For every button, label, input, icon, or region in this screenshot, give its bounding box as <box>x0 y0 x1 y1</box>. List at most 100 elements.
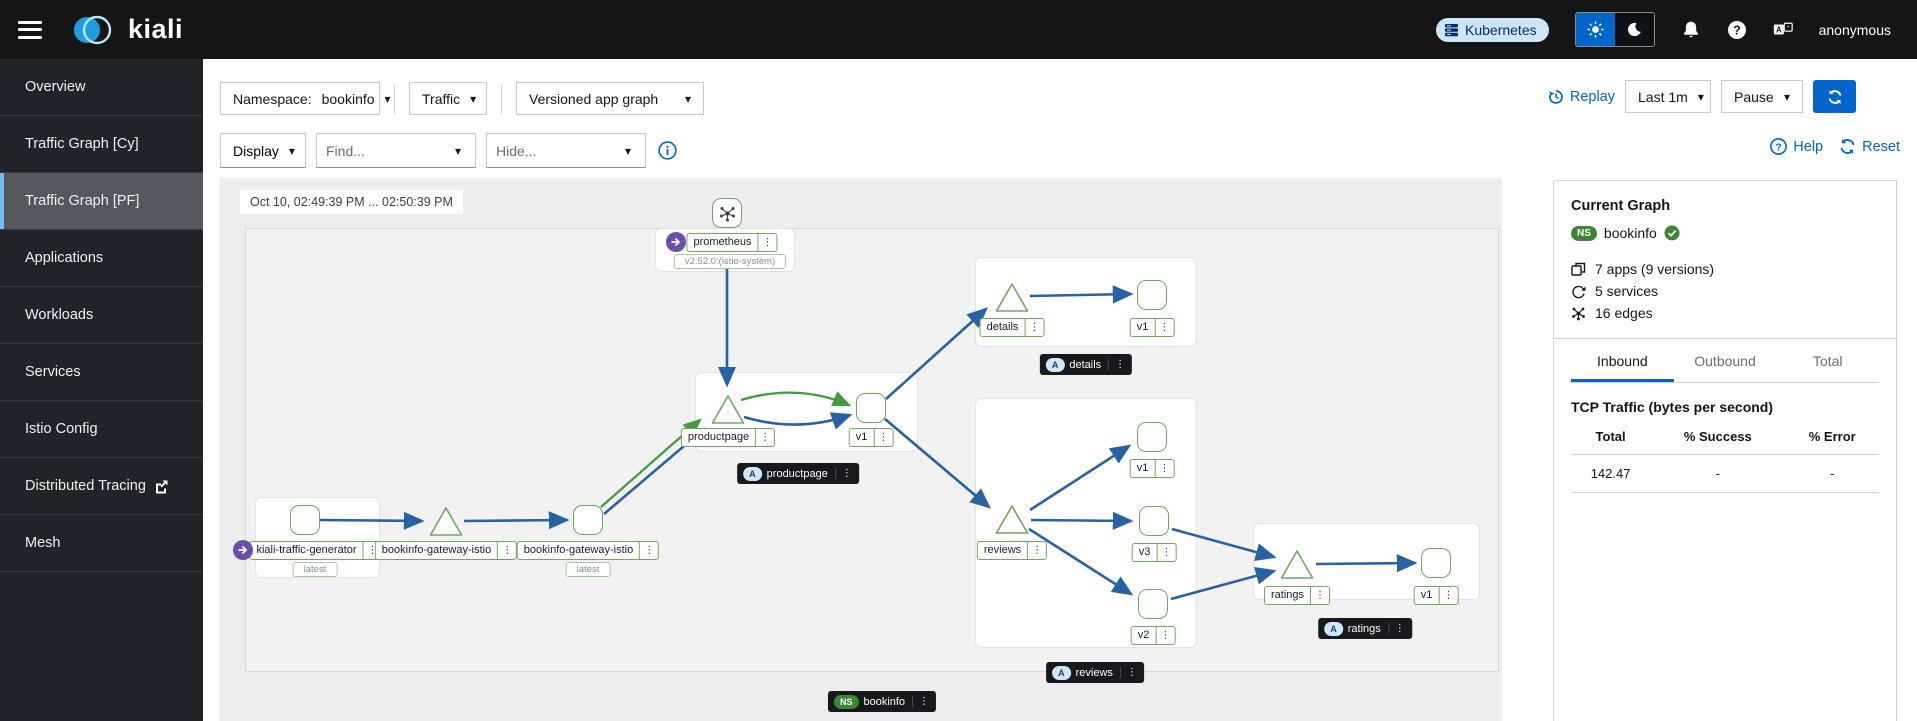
node-details-service[interactable] <box>994 281 1030 314</box>
sidebar-item-traffic-graph-cy[interactable]: Traffic Graph [Cy] <box>0 116 203 173</box>
tab-outbound[interactable]: Outbound <box>1694 353 1756 369</box>
interval-dropdown[interactable]: Last 1m ▾ <box>1625 80 1711 113</box>
kebab-menu-icon[interactable]: ⋮ <box>1438 587 1457 604</box>
hamburger-menu-icon[interactable] <box>18 20 42 39</box>
language-icon[interactable]: A * <box>1773 20 1793 40</box>
node-label-reviews-v3[interactable]: v3 ⋮ <box>1131 543 1177 562</box>
refresh-button[interactable] <box>1813 80 1856 113</box>
tab-total[interactable]: Total <box>1812 353 1843 369</box>
traffic-graph-canvas[interactable]: Oct 10, 02:49:39 PM ... 02:50:39 PM <box>220 178 1502 721</box>
tab-inbound[interactable]: Inbound <box>1571 341 1674 382</box>
svg-text:A: A <box>1776 25 1782 34</box>
sidebar-item-traffic-graph-pf[interactable]: Traffic Graph [PF] <box>0 173 203 230</box>
root-node-icon <box>233 540 253 560</box>
namespace-dropdown[interactable]: Namespace: bookinfo ▾ <box>220 82 391 115</box>
kebab-menu-icon[interactable]: ⋮ <box>1027 542 1046 559</box>
node-label-details-v1[interactable]: v1 ⋮ <box>1129 318 1175 337</box>
kebab-menu-icon[interactable]: ⋮ <box>1156 544 1175 561</box>
username[interactable]: anonymous <box>1818 21 1891 38</box>
traffic-dropdown[interactable]: Traffic ▾ <box>409 82 487 115</box>
kebab-menu-icon[interactable]: ⋮ <box>834 468 858 479</box>
node-details-v1[interactable] <box>1137 280 1167 310</box>
cluster-badge[interactable]: Kubernetes <box>1436 17 1549 42</box>
node-gateway-workload[interactable] <box>573 505 603 535</box>
kebab-menu-icon[interactable]: ⋮ <box>1154 319 1173 336</box>
node-reviews-v1[interactable] <box>1137 422 1167 452</box>
kebab-menu-icon[interactable]: ⋮ <box>497 542 516 559</box>
refresh-mode-dropdown[interactable]: Pause ▾ <box>1721 80 1803 113</box>
node-label-gateway-workload[interactable]: bookinfo-gateway-istio ⋮ <box>516 541 660 560</box>
node-label-reviews-service[interactable]: reviews ⋮ <box>976 541 1048 560</box>
node-prometheus[interactable] <box>712 198 742 228</box>
node-gateway-service[interactable] <box>428 505 464 538</box>
kebab-menu-icon[interactable]: ⋮ <box>1108 359 1131 370</box>
node-productpage-service[interactable] <box>710 393 746 426</box>
node-label-prometheus[interactable]: prometheus ⋮ <box>686 233 778 252</box>
node-ratings-service[interactable] <box>1279 548 1315 581</box>
replay-link[interactable]: Replay <box>1548 89 1615 105</box>
edges-icon <box>1572 307 1585 320</box>
namespace-badge-bookinfo[interactable]: NS bookinfo ⋮ <box>827 691 937 712</box>
sidebar-item-overview[interactable]: Overview <box>0 59 203 116</box>
cell-success: - <box>1650 454 1786 493</box>
graph-reset-link[interactable]: Reset <box>1839 138 1900 155</box>
kebab-menu-icon[interactable]: ⋮ <box>362 542 382 559</box>
node-label-ratings-service[interactable]: ratings ⋮ <box>1263 586 1331 605</box>
namespace-pill-icon: NS <box>1571 225 1597 241</box>
node-label-reviews-v1[interactable]: v1 ⋮ <box>1129 459 1175 478</box>
kebab-menu-icon[interactable]: ⋮ <box>1387 623 1411 634</box>
node-label-ratings-v1[interactable]: v1 ⋮ <box>1413 586 1459 605</box>
node-label-reviews-v2[interactable]: v2 ⋮ <box>1130 626 1176 645</box>
kebab-menu-icon[interactable]: ⋮ <box>1024 319 1043 336</box>
find-input[interactable] <box>317 134 441 167</box>
find-hide-info-icon[interactable] <box>658 141 677 160</box>
node-label-productpage-v1[interactable]: v1 ⋮ <box>848 428 894 447</box>
kebab-menu-icon[interactable]: ⋮ <box>639 542 658 559</box>
kebab-menu-icon[interactable]: ⋮ <box>1154 460 1173 477</box>
node-label-productpage-service[interactable]: productpage ⋮ <box>680 428 776 447</box>
dark-theme-button[interactable] <box>1614 13 1654 46</box>
node-reviews-service[interactable] <box>994 503 1030 536</box>
sidebar-item-services[interactable]: Services <box>0 344 203 401</box>
sidebar-item-applications[interactable]: Applications <box>0 230 203 287</box>
app-badge-ratings[interactable]: A ratings ⋮ <box>1318 618 1412 639</box>
node-traffic-generator[interactable] <box>290 505 320 535</box>
kebab-menu-icon[interactable]: ⋮ <box>755 429 774 446</box>
find-field: ▾ <box>316 133 476 168</box>
kebab-menu-icon[interactable]: ⋮ <box>912 696 935 707</box>
node-productpage-v1[interactable] <box>856 393 886 423</box>
sidebar-item-workloads[interactable]: Workloads <box>0 287 203 344</box>
node-ratings-v1[interactable] <box>1421 548 1451 578</box>
find-options-button[interactable]: ▾ <box>441 134 475 167</box>
light-theme-button[interactable] <box>1575 13 1615 46</box>
display-dropdown[interactable]: Display ▾ <box>220 133 306 168</box>
kebab-menu-icon[interactable]: ⋮ <box>1310 587 1329 604</box>
app-badge-details[interactable]: A details ⋮ <box>1039 354 1133 375</box>
node-reviews-v3[interactable] <box>1139 506 1169 536</box>
node-label-details-service[interactable]: details ⋮ <box>979 318 1045 337</box>
traffic-edges <box>319 268 1418 601</box>
col-success: % Success <box>1683 429 1752 444</box>
graph-help-link[interactable]: ? Help <box>1770 138 1823 155</box>
sidebar-item-distributed-tracing[interactable]: Distributed Tracing <box>0 458 203 515</box>
sidebar-item-istio-config[interactable]: Istio Config <box>0 401 203 458</box>
node-label-traffic-generator[interactable]: kiali-traffic-generator ⋮ <box>249 541 383 560</box>
hide-options-button[interactable]: ▾ <box>611 134 645 167</box>
sidebar-item-mesh[interactable]: Mesh <box>0 515 203 572</box>
node-reviews-v2[interactable] <box>1138 589 1168 619</box>
kebab-menu-icon[interactable]: ⋮ <box>873 429 892 446</box>
kiali-logo: kiali <box>70 12 183 48</box>
notifications-bell-icon[interactable] <box>1681 20 1701 40</box>
graph-time-range: Oct 10, 02:49:39 PM ... 02:50:39 PM <box>240 190 463 214</box>
edge-reviews-service-to-v3 <box>1030 511 1134 530</box>
app-badge-reviews[interactable]: A reviews ⋮ <box>1046 662 1144 683</box>
kebab-menu-icon[interactable]: ⋮ <box>1119 667 1143 678</box>
help-question-icon[interactable]: ? <box>1727 20 1747 40</box>
node-label-gateway-service[interactable]: bookinfo-gateway-istio ⋮ <box>374 541 518 560</box>
help-circle-icon: ? <box>1770 138 1788 155</box>
kebab-menu-icon[interactable]: ⋮ <box>1155 627 1174 644</box>
app-badge-productpage[interactable]: A productpage ⋮ <box>737 463 859 484</box>
graph-type-dropdown[interactable]: Versioned app graph ▾ <box>516 82 704 115</box>
hide-input[interactable] <box>487 134 611 167</box>
kebab-menu-icon[interactable]: ⋮ <box>757 234 777 251</box>
